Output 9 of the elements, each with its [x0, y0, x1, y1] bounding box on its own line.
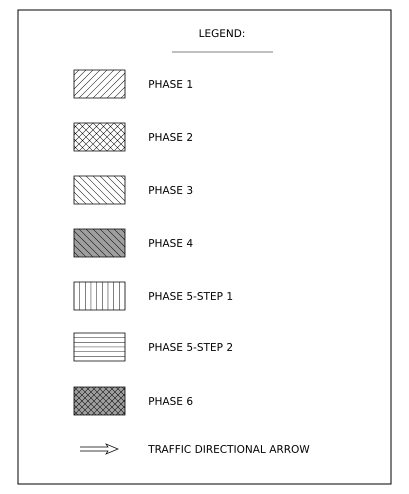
- legend-text: PHASE 5-STEP 2: [149, 343, 232, 351]
- legend-text: PHASE 2: [149, 133, 192, 141]
- legend-text: PHASE 4: [149, 239, 192, 247]
- legend-text: TRAFFIC DIRECTIONAL ARROW: [148, 445, 310, 453]
- legend-text: PHASE 3: [149, 186, 192, 194]
- legend-title: LEGEND:: [172, 29, 274, 52]
- legend-text: PHASE 5-STEP 1: [149, 292, 232, 300]
- legend-text: PHASE 1: [149, 80, 192, 88]
- legend-text: PHASE 6: [149, 397, 192, 405]
